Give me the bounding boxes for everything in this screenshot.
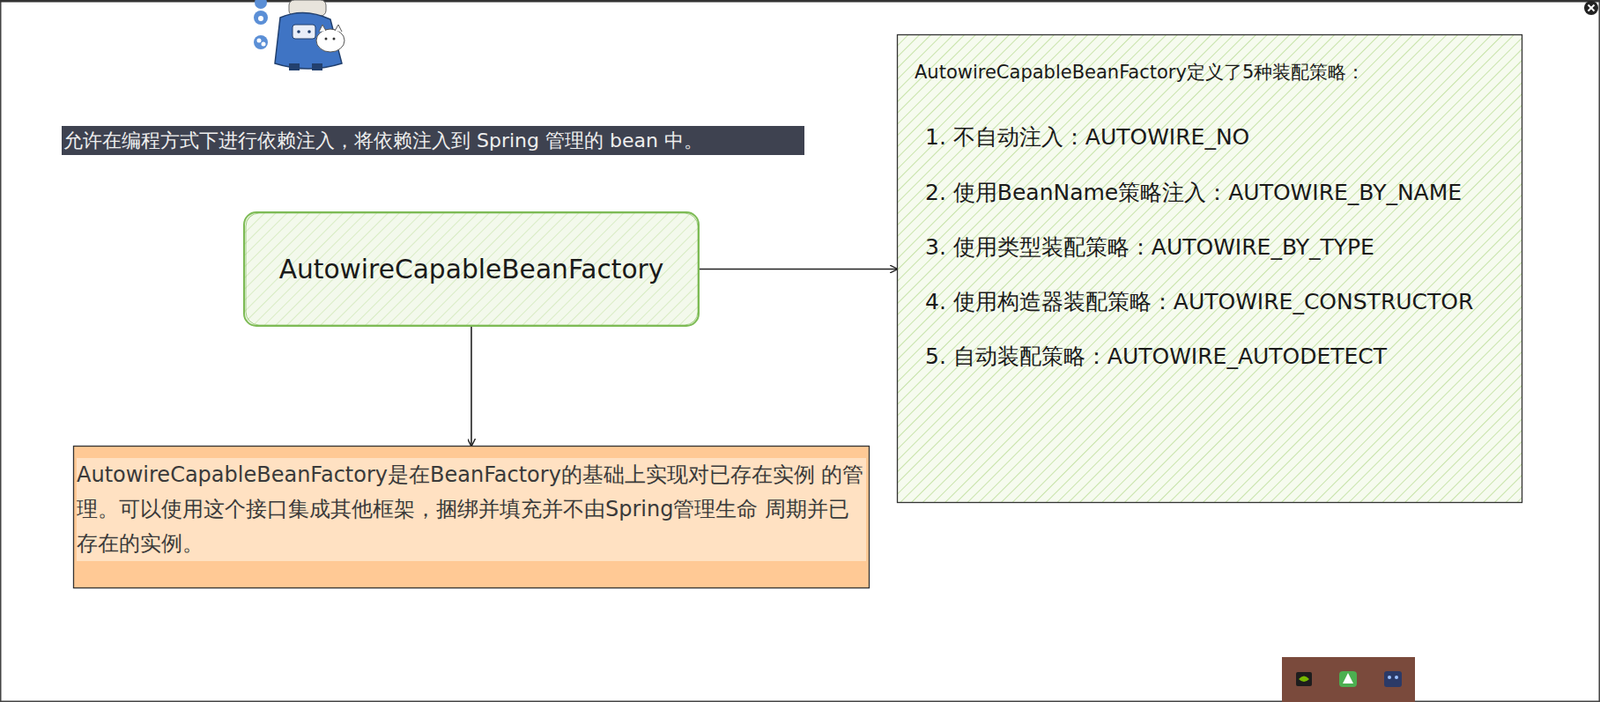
- description-text: AutowireCapableBeanFactory是在BeanFactory的…: [76, 458, 867, 562]
- connector-arrow: [470, 326, 473, 446]
- taskbar: [1281, 657, 1415, 702]
- close-button: [1584, 0, 1599, 15]
- mascot-illustration: [253, 0, 345, 71]
- factory-box: AutowireCapableBeanFactory: [243, 211, 700, 327]
- window-top-edge: [0, 0, 1600, 3]
- strategy-item: 2. 使用BeanName策略注入：AUTOWIRE_BY_NAME: [925, 178, 1505, 207]
- strategy-item: 3. 使用类型装配策略：AUTOWIRE_BY_TYPE: [925, 233, 1505, 261]
- highlight-banner: 允许在编程方式下进行依赖注入，将依赖注入到 Spring 管理的 bean 中。: [61, 125, 805, 156]
- strategy-panel: AutowireCapableBeanFactory定义了5种装配策略： 1. 不…: [896, 34, 1523, 504]
- strategy-item: 4. 使用构造器装配策略：AUTOWIRE_CONSTRUCTOR: [925, 288, 1505, 316]
- strategy-item: 1. 不自动注入：AUTOWIRE_NO: [925, 123, 1505, 151]
- node-outline: [896, 34, 1523, 504]
- panel-heading: AutowireCapableBeanFactory定义了5种装配策略：: [914, 60, 1505, 84]
- strategy-item: 5. 自动装配策略：AUTOWIRE_AUTODETECT: [925, 342, 1505, 371]
- box-title: AutowireCapableBeanFactory: [279, 252, 665, 286]
- description-box: AutowireCapableBeanFactory是在BeanFactory的…: [73, 445, 870, 589]
- connector-arrow: [699, 268, 897, 271]
